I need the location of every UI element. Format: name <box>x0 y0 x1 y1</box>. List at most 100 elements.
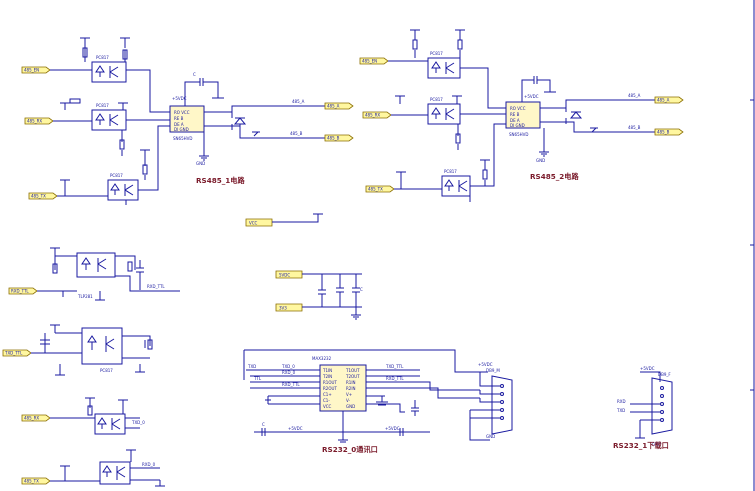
svg-text:V+: V+ <box>346 392 352 397</box>
port-485-1-en-label: 485_EN <box>24 68 39 73</box>
rs485-2-title: RS485_2电路 <box>530 172 579 181</box>
port-485-1-b-label: 485_B <box>327 136 340 141</box>
rs232-0-title: RS232_0通讯口 <box>322 445 378 454</box>
rs485-1-title: RS485_1电路 <box>196 176 245 185</box>
optocoupler-9 <box>94 413 126 435</box>
svg-text:V-: V- <box>346 398 351 403</box>
left-opto-block-1: RXD_TTL RXD_TTL TLP281 <box>8 247 180 301</box>
vcc-net: VCC <box>245 213 323 227</box>
port-485-1-rx-label: 485_RX <box>27 119 42 124</box>
svg-text:RE B: RE B <box>510 112 520 117</box>
svg-text:TXD_TTL: TXD_TTL <box>385 364 404 369</box>
rs485-2-block: 485_EN 485_RX 485_TX PC817 PC817 PC817 R… <box>359 29 684 202</box>
svg-text:485_B: 485_B <box>290 131 303 136</box>
port-rxd-ttl-1[interactable] <box>8 287 38 295</box>
port-5vdc[interactable] <box>275 270 303 279</box>
optocoupler-8 <box>81 327 123 365</box>
port-485-1-a-label: 485_A <box>327 104 340 109</box>
port-3v3-label: 3V3 <box>279 306 287 311</box>
port-485-1-tx[interactable] <box>28 192 58 200</box>
svg-text:C: C <box>360 287 363 292</box>
svg-text:R1IN: R1IN <box>346 380 356 385</box>
port-485-1-b[interactable] <box>324 134 354 142</box>
svg-text:+5VDC: +5VDC <box>385 426 400 431</box>
svg-text:RXD_TTL: RXD_TTL <box>147 284 165 289</box>
svg-text:C: C <box>193 72 196 77</box>
svg-text:R1OUT: R1OUT <box>323 380 337 385</box>
power-block: 5VDC 3V3 C <box>275 270 363 320</box>
svg-text:RXD_TTL: RXD_TTL <box>282 382 300 387</box>
svg-text:TXD_0: TXD_0 <box>281 364 295 369</box>
opto-2-label: PC817 <box>96 103 109 108</box>
svg-text:+5VDC: +5VDC <box>524 94 539 99</box>
svg-text:RE B: RE B <box>174 116 184 121</box>
port-485-2-en[interactable] <box>359 57 389 65</box>
port-485-2-tx[interactable] <box>365 185 395 193</box>
svg-text:+5VDC: +5VDC <box>478 362 493 367</box>
svg-text:RO VCC: RO VCC <box>510 106 526 111</box>
port-485-1-a[interactable] <box>324 102 354 110</box>
svg-text:TXD: TXD <box>616 408 625 413</box>
port-485-1-rx[interactable] <box>24 117 54 125</box>
svg-text:GND: GND <box>486 434 495 439</box>
svg-text:C1-: C1- <box>323 398 330 403</box>
svg-text:GND: GND <box>652 442 661 447</box>
rs485-1-chip-pins-a: RO VCC <box>174 110 190 115</box>
port-rxd-ttl-2[interactable] <box>2 349 32 357</box>
rs232-1-block: +5VDC DB9_F RXD TXD GND RS232_1下载口 <box>613 366 673 450</box>
svg-text:RXD: RXD <box>617 399 626 404</box>
port-vcc-label: VCC <box>249 221 258 226</box>
svg-text:485_A: 485_A <box>628 93 641 98</box>
port-485-3-tx[interactable] <box>21 477 51 485</box>
svg-text:T2IN: T2IN <box>322 374 332 379</box>
port-485-3-tx-label: 485_TX <box>24 479 39 484</box>
svg-text:TTL: TTL <box>253 376 262 381</box>
port-485-2-en-label: 485_EN <box>362 59 377 64</box>
rs485-1-chip-label: SN65HVD <box>173 136 192 141</box>
rs485-1-transceiver <box>169 105 205 133</box>
svg-text:RXD_0: RXD_0 <box>142 462 156 467</box>
left-opto-block-2: TXD_TTL PC817 <box>2 324 153 376</box>
svg-text:DI GND: DI GND <box>174 127 189 132</box>
svg-text:+5VDC: +5VDC <box>288 426 303 431</box>
port-485-2-tx-label: 485_TX <box>368 187 383 192</box>
svg-text:T1OUT: T1OUT <box>345 368 360 373</box>
svg-text:485_B: 485_B <box>628 125 641 130</box>
port-485-3-rx[interactable] <box>21 414 51 422</box>
port-vcc[interactable] <box>245 218 273 227</box>
port-485-2-b[interactable] <box>654 128 684 136</box>
left-opto-block-3: 485_RX TXD_0 <box>21 397 145 435</box>
svg-text:+5VDC: +5VDC <box>640 366 655 371</box>
port-485-2-rx-label: 485_RX <box>365 113 380 118</box>
port-rxd-ttl-1-label: RXD_TTL <box>11 289 29 294</box>
rs485-1-block: 485_EN 485_RX 485_TX PC817 PC817 PC817 <box>21 37 354 205</box>
opto-3-label: PC817 <box>110 173 123 178</box>
svg-text:GND: GND <box>346 404 355 409</box>
rs485-2-transceiver <box>505 101 541 129</box>
port-3v3[interactable] <box>275 303 303 312</box>
svg-text:DE A: DE A <box>510 118 520 123</box>
optocoupler-1 <box>91 61 127 83</box>
port-485-1-en[interactable] <box>21 66 51 74</box>
db9-0-label: DB9_M <box>486 368 500 373</box>
svg-text:RXD_0: RXD_0 <box>282 370 296 375</box>
port-rxd-ttl-2-label: TXD_TTL <box>4 351 23 356</box>
svg-text:RXD_TTL: RXD_TTL <box>386 376 404 381</box>
svg-text:GND: GND <box>536 158 545 163</box>
svg-text:DE A: DE A <box>174 122 184 127</box>
port-485-3-rx-label: 485_RX <box>24 416 39 421</box>
port-485-2-rx[interactable] <box>362 111 392 119</box>
port-485-2-a[interactable] <box>654 96 684 104</box>
port-485-1-tx-label: 485_TX <box>31 194 46 199</box>
svg-text:R2IN: R2IN <box>346 386 356 391</box>
svg-text:TXD: TXD <box>247 364 256 369</box>
svg-text:PC817: PC817 <box>430 51 443 56</box>
db9-0-connector <box>491 375 513 435</box>
svg-text:PC817: PC817 <box>444 169 457 174</box>
svg-text:T2OUT: T2OUT <box>345 374 360 379</box>
rs232-1-title: RS232_1下载口 <box>613 441 669 450</box>
rs232-0-block: MAX3232 T1IN T2IN R1OUT R2OUT C1+ C1- VC… <box>243 349 513 454</box>
svg-text:TXD_0: TXD_0 <box>131 420 145 425</box>
svg-text:PC817: PC817 <box>430 97 443 102</box>
